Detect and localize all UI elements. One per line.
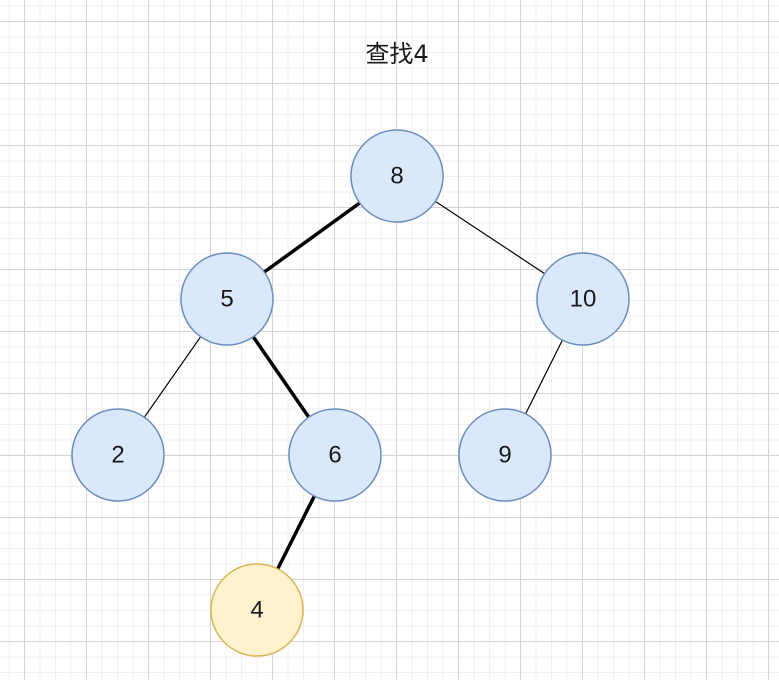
node-label: 4	[250, 597, 263, 624]
tree-edge-n5-n2	[143, 336, 202, 418]
node-circle	[288, 408, 382, 502]
node-label: 2	[111, 442, 124, 469]
target-node-circle	[210, 563, 304, 657]
node-circle	[458, 408, 552, 502]
node-label: 9	[498, 442, 511, 469]
node-label: 8	[390, 163, 403, 190]
node-circle	[71, 408, 165, 502]
diagram-title: 查找4	[365, 40, 429, 68]
tree-node-4: 4	[210, 563, 304, 657]
tree-node-2: 2	[71, 408, 165, 502]
edges-layer	[143, 200, 563, 570]
search-path-edge-n5-n6	[251, 335, 311, 419]
node-label: 6	[328, 442, 341, 469]
node-circle	[180, 252, 274, 346]
node-label: 10	[570, 286, 597, 313]
search-path-edge-n6-n4	[276, 495, 316, 570]
tree-node-9: 9	[458, 408, 552, 502]
node-label: 5	[220, 286, 233, 313]
tree-node-8: 8	[350, 129, 444, 223]
node-circle	[536, 252, 630, 346]
search-path-edge-n8-n5	[263, 201, 361, 274]
node-circle	[350, 129, 444, 223]
tree-edge-n8-n10	[435, 200, 545, 275]
tree-node-5: 5	[180, 252, 274, 346]
nodes-layer: 8 5 10 2 6 9 4	[71, 129, 630, 657]
tree-node-10: 10	[536, 252, 630, 346]
tree-node-6: 6	[288, 408, 382, 502]
tree-edge-n10-n9	[525, 339, 563, 415]
